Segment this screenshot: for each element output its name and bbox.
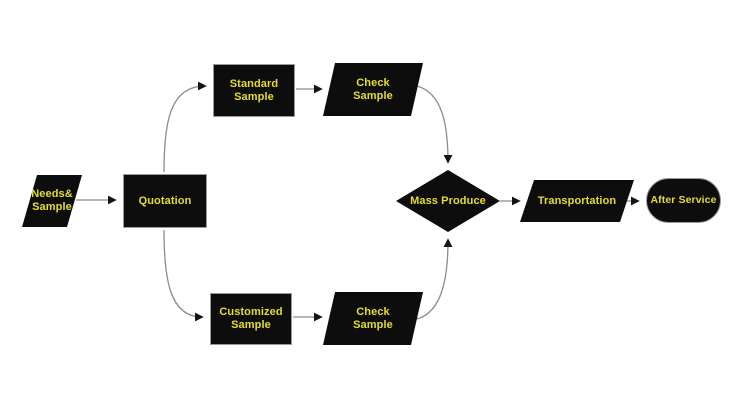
mass-produce-node: Mass Produce [396, 170, 500, 232]
needs-sample-label-line2: Sample [32, 201, 72, 213]
check-sample-top-label-line1: Check [356, 76, 390, 89]
check-sample-top-label-line2: Sample [353, 89, 393, 102]
standard-sample-node: Standard Sample [213, 64, 295, 117]
transportation-node: Transportation [520, 180, 634, 222]
quotation-node: Quotation [123, 174, 207, 228]
standard-sample-label-line2: Sample [234, 90, 274, 103]
edge-quotation-to-customized-sample [163, 229, 204, 322]
needs-sample-label-line1: Needs& [31, 188, 73, 200]
mass-produce-label: Mass Produce [410, 194, 486, 207]
customized-sample-label-line2: Sample [231, 319, 271, 331]
edge-check-sample-bottom-to-mass-produce [416, 238, 453, 320]
needs-sample-node: Needs& Sample [22, 175, 82, 227]
after-service-label: After Service [650, 194, 717, 206]
check-sample-bottom-label-line1: Check [356, 305, 390, 318]
check-sample-bottom-node: Check Sample [323, 292, 423, 345]
edge-check-sample-top-to-mass-produce [416, 85, 453, 164]
customized-sample-label-line1: Customized [219, 306, 283, 318]
after-service-node: After Service [646, 178, 721, 223]
edge-quotation-to-standard-sample [163, 81, 207, 173]
standard-sample-label-line1: Standard [229, 77, 279, 90]
check-sample-bottom-label-line2: Sample [353, 318, 393, 331]
check-sample-top-node: Check Sample [323, 63, 423, 116]
customized-sample-node: Customized Sample [210, 293, 292, 345]
quotation-label: Quotation [138, 194, 192, 207]
transportation-label: Transportation [537, 194, 617, 207]
